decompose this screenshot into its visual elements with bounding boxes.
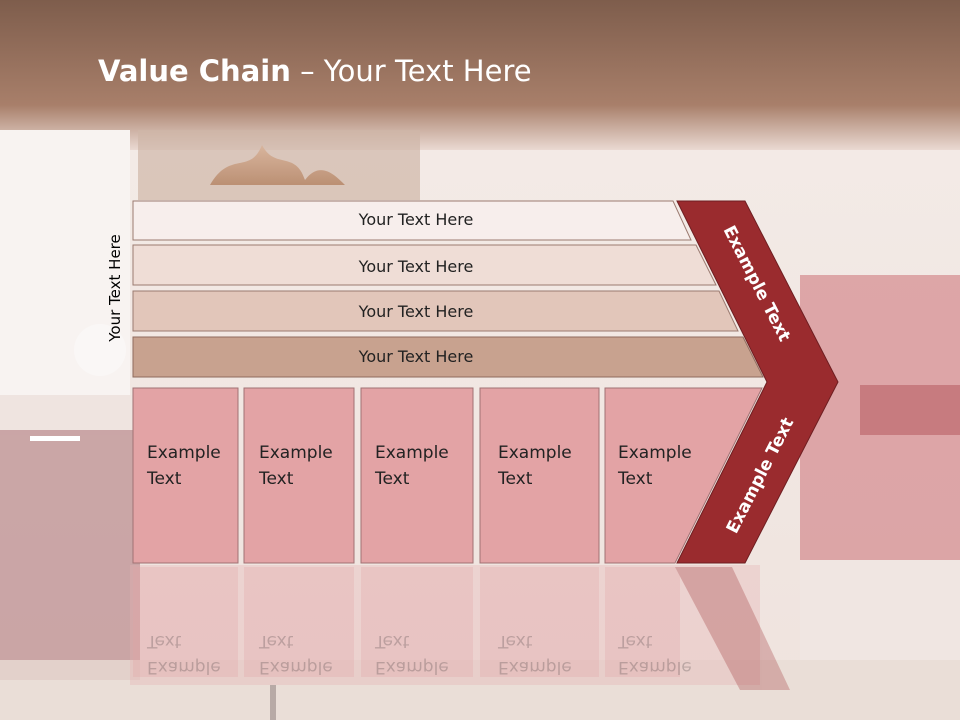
bar-1-label: Your Text Here [358,210,474,229]
bar-4-label: Your Text Here [358,347,474,366]
slide-title: Value Chain – Your Text Here [98,54,532,88]
box-2 [243,387,355,564]
bar-3 [132,290,739,332]
box-5 [604,387,763,564]
bar-1 [132,200,692,241]
bar-2 [132,244,717,286]
box-1 [132,387,239,564]
side-label: Your Text Here [106,234,124,342]
bar-4 [132,336,764,378]
bar-2-label: Your Text Here [358,257,474,276]
reflection [133,567,790,690]
box-3 [360,387,474,564]
box-4 [479,387,600,564]
chevron-arrow [676,200,839,564]
bar-3-label: Your Text Here [358,302,474,321]
